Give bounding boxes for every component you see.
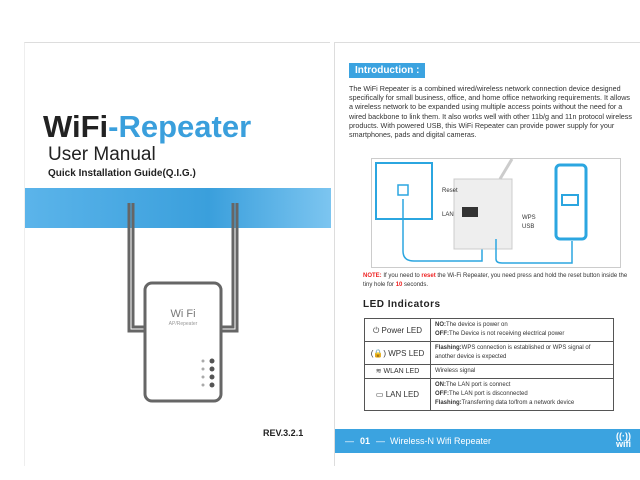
power-icon: ⏻ (372, 325, 382, 335)
intro-text: The WiFi Repeater is a combined wired/wi… (349, 84, 632, 140)
page-number: 01 (360, 436, 371, 446)
led-heading: LED Indicators (363, 299, 441, 310)
svg-text:AP/Repeater: AP/Repeater (169, 321, 198, 327)
wifi-icon: ≋ (375, 368, 384, 375)
svg-text:Wi Fi: Wi Fi (170, 308, 195, 320)
svg-text:USB: USB (522, 224, 534, 230)
svg-text:WPS: WPS (522, 215, 536, 221)
footer-title: Wireless-N Wifi Repeater (390, 436, 492, 446)
page-footer: —01— Wireless-N Wifi Repeater ((·))wifi (335, 429, 640, 453)
svg-text:Reset: Reset (442, 188, 458, 194)
cover-guide: Quick Installation Guide(Q.I.G.) (48, 168, 196, 179)
svg-text:LAN: LAN (442, 212, 454, 218)
connection-diagram: Reset LAN WPS USB (371, 158, 621, 268)
cover-page: WiFi-Repeater User Manual Quick Installa… (24, 42, 331, 466)
wifi-logo-icon: ((·))wifi (616, 431, 631, 449)
repeater-illustration: Wi Fi AP/Repeater (127, 203, 239, 403)
cover-subtitle: User Manual (48, 144, 156, 165)
revision: REV.3.2.1 (263, 428, 304, 438)
lan-icon: ▭ (375, 390, 386, 399)
reset-note: NOTE: If you need to reset the Wi-Fi Rep… (363, 273, 628, 288)
cover-title: WiFi-Repeater (43, 109, 252, 144)
blue-band (25, 188, 331, 228)
intro-page: Introduction : The WiFi Repeater is a co… (334, 42, 640, 466)
intro-heading: Introduction : (349, 63, 426, 78)
lock-icon: (🔒) (370, 348, 389, 358)
